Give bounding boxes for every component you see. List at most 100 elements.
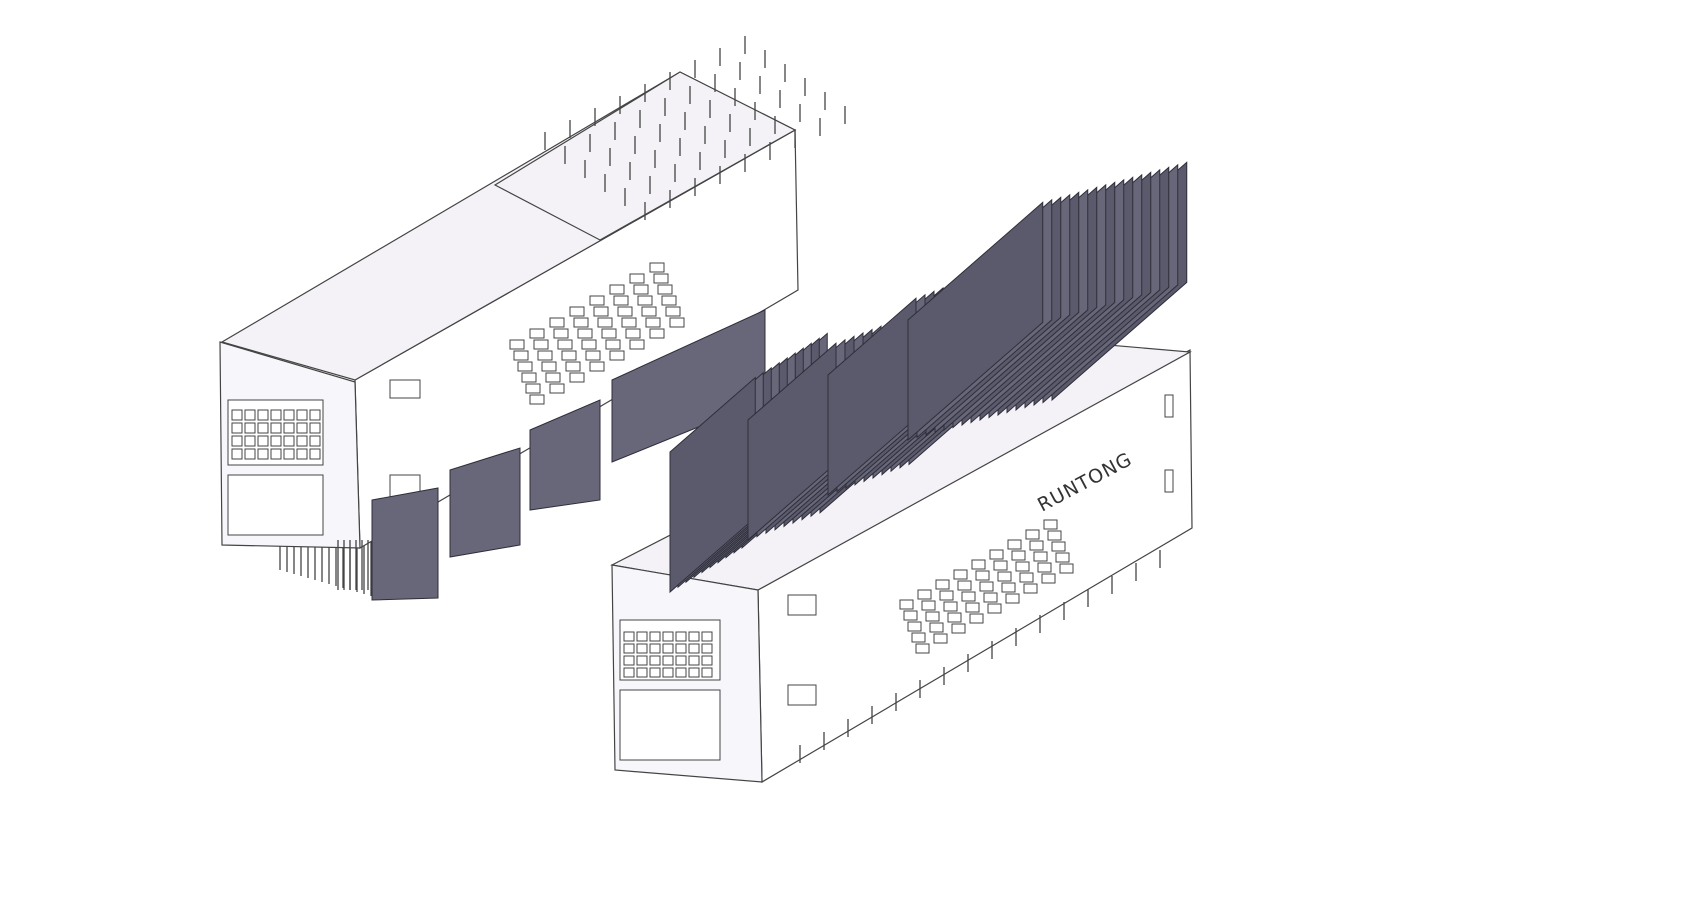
side-vent bbox=[997, 571, 1012, 582]
vent bbox=[283, 422, 295, 434]
side-vent bbox=[669, 317, 685, 328]
side-vent bbox=[961, 591, 976, 602]
side-vent bbox=[1025, 529, 1040, 540]
side-vent bbox=[525, 383, 541, 394]
side-vent bbox=[911, 632, 926, 643]
side-vent bbox=[1043, 519, 1058, 530]
side-vent bbox=[633, 284, 649, 295]
vent bbox=[636, 667, 648, 678]
side-vent bbox=[517, 361, 533, 372]
vent bbox=[309, 422, 321, 434]
side-vent bbox=[521, 372, 537, 383]
vent bbox=[244, 409, 256, 421]
vent bbox=[309, 448, 321, 460]
heatsink-fin bbox=[907, 201, 1044, 442]
vent bbox=[283, 435, 295, 447]
side-vent bbox=[545, 372, 561, 383]
side-vent bbox=[637, 295, 653, 306]
side-vent bbox=[899, 599, 914, 610]
side-vent bbox=[1059, 563, 1074, 574]
side-vent bbox=[1041, 573, 1056, 584]
left-cage bbox=[219, 36, 846, 601]
side-vent bbox=[589, 361, 605, 372]
side-vent bbox=[609, 284, 625, 295]
window bbox=[389, 379, 421, 399]
window bbox=[787, 594, 817, 616]
side-vent bbox=[951, 623, 966, 634]
side-vent bbox=[915, 643, 930, 654]
side-vent bbox=[569, 306, 585, 317]
heatsink-block bbox=[371, 487, 439, 601]
side-vent bbox=[529, 394, 545, 405]
side-vent bbox=[649, 328, 665, 339]
side-vent bbox=[569, 372, 585, 383]
side-vent bbox=[933, 633, 948, 644]
vent bbox=[309, 409, 321, 421]
slot bbox=[1164, 394, 1174, 418]
side-vent bbox=[1019, 572, 1034, 583]
side-vent bbox=[971, 559, 986, 570]
side-vent bbox=[529, 328, 545, 339]
side-vent bbox=[621, 317, 637, 328]
side-vent bbox=[903, 610, 918, 621]
vent bbox=[649, 655, 661, 666]
side-vent bbox=[979, 581, 994, 592]
vent bbox=[623, 667, 635, 678]
vent bbox=[662, 643, 674, 654]
vent bbox=[701, 643, 713, 654]
side-vent bbox=[665, 306, 681, 317]
side-vent bbox=[1015, 561, 1030, 572]
vent bbox=[636, 655, 648, 666]
side-vent bbox=[929, 622, 944, 633]
side-vent bbox=[1011, 550, 1026, 561]
side-vent bbox=[509, 339, 525, 350]
vent bbox=[688, 655, 700, 666]
window bbox=[787, 684, 817, 706]
vent bbox=[636, 631, 648, 642]
vent bbox=[623, 631, 635, 642]
side-vent bbox=[989, 549, 1004, 560]
side-vent bbox=[553, 328, 569, 339]
side-vent bbox=[925, 611, 940, 622]
side-vent bbox=[983, 592, 998, 603]
side-vent bbox=[935, 579, 950, 590]
vent bbox=[270, 409, 282, 421]
vent bbox=[675, 631, 687, 642]
side-vent bbox=[585, 350, 601, 361]
side-vent bbox=[609, 350, 625, 361]
side-vent bbox=[589, 295, 605, 306]
vent bbox=[649, 643, 661, 654]
vent bbox=[296, 409, 308, 421]
side-vent bbox=[645, 317, 661, 328]
side-vent bbox=[629, 273, 645, 284]
side-vent bbox=[907, 621, 922, 632]
side-vent bbox=[601, 328, 617, 339]
side-vent bbox=[541, 361, 557, 372]
side-vent bbox=[629, 339, 645, 350]
side-vent bbox=[1051, 541, 1066, 552]
side-vent bbox=[987, 603, 1002, 614]
vent bbox=[231, 422, 243, 434]
vent bbox=[675, 655, 687, 666]
vent bbox=[623, 643, 635, 654]
side-vent bbox=[513, 350, 529, 361]
side-vent bbox=[661, 295, 677, 306]
port-lower bbox=[619, 689, 721, 761]
side-vent bbox=[549, 383, 565, 394]
side-vent bbox=[953, 569, 968, 580]
side-vent bbox=[921, 600, 936, 611]
vent bbox=[636, 643, 648, 654]
vent bbox=[231, 409, 243, 421]
side-vent bbox=[993, 560, 1008, 571]
side-vent bbox=[1001, 582, 1016, 593]
vent bbox=[701, 631, 713, 642]
vent bbox=[296, 448, 308, 460]
vent bbox=[231, 448, 243, 460]
vent bbox=[283, 448, 295, 460]
side-vent bbox=[975, 570, 990, 581]
side-vent bbox=[537, 350, 553, 361]
side-vent bbox=[617, 306, 633, 317]
vent bbox=[309, 435, 321, 447]
side-vent bbox=[605, 339, 621, 350]
right-cage bbox=[610, 161, 1193, 784]
